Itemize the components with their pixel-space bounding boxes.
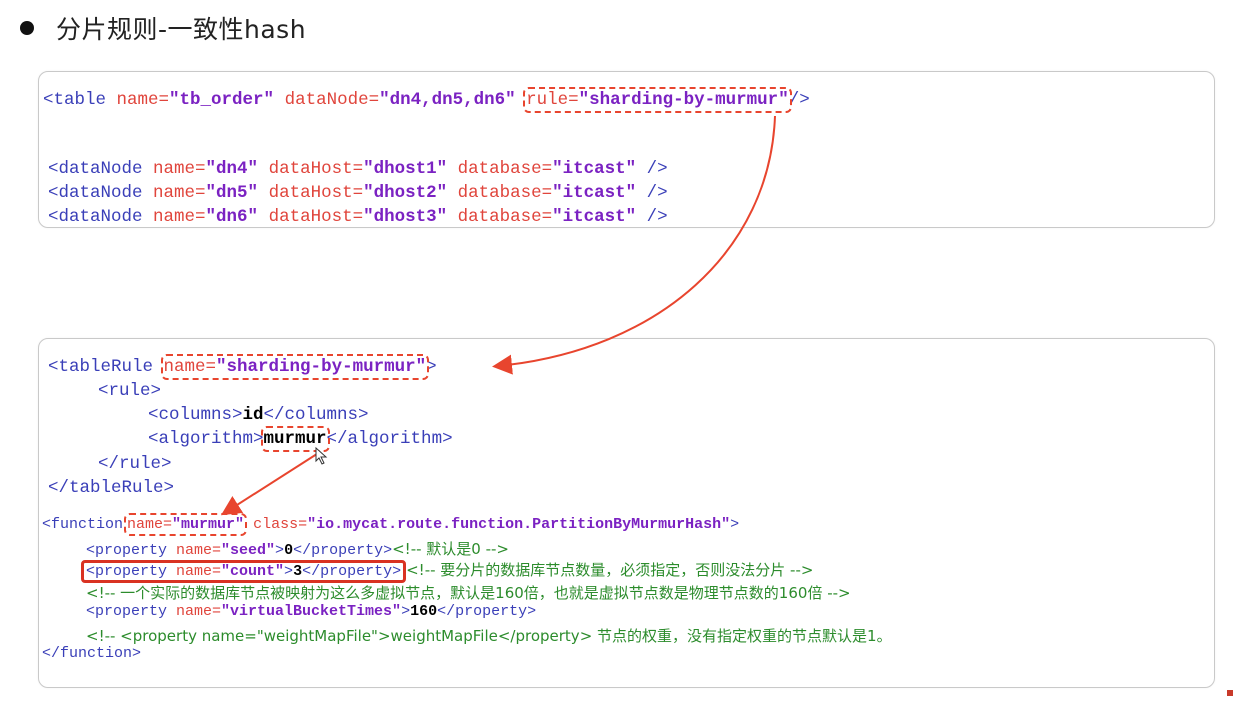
slide-title: 分片规则-一致性hash [56, 15, 307, 44]
rule-highlight: rule="sharding-by-murmur" [523, 87, 792, 113]
datanode-close: /> [636, 207, 668, 227]
tablerule-close-line: </tableRule> [48, 478, 175, 498]
table-rule-value: "sharding-by-murmur" [578, 90, 789, 110]
datanode-tag: <dataNode [48, 207, 154, 227]
virtual-node-comment: <!-- 一个实际的数据库节点被映射为这么多虚拟节点，默认是160倍，也就是虚拟… [86, 584, 851, 602]
datanode-tag: <dataNode [48, 159, 154, 179]
datanode-db-value: "itcast" [552, 159, 637, 179]
rule-open-line: <rule> [98, 381, 162, 401]
datanode-name-value: "dn4" [205, 159, 259, 179]
table-close: /> [788, 90, 810, 110]
datanode-host-attr: dataHost= [258, 207, 364, 227]
datanode-host-value: "dhost3" [363, 207, 448, 227]
tablerule-name-attr: name= [163, 357, 217, 377]
datanode-close: /> [636, 159, 668, 179]
corner-marker-icon [1227, 690, 1233, 696]
datanode-host-value: "dhost2" [363, 183, 448, 203]
datanode-db-attr: database= [447, 207, 553, 227]
property-mid: > [401, 603, 411, 620]
datanode-name-attr: name= [153, 183, 206, 203]
algorithm-open-tag: <algorithm> [148, 429, 264, 449]
rule-close-line: </rule> [98, 454, 172, 474]
datanode-name-value: "dn6" [205, 207, 259, 227]
function-class-attr: class= [253, 516, 308, 533]
columns-value: id [242, 405, 264, 425]
function-end: > [730, 516, 740, 533]
tablerule-open-line: <tableRule name="sharding-by-murmur"> [48, 354, 437, 380]
datanode-db-attr: database= [447, 183, 553, 203]
algorithm-line: <algorithm>murmur</algorithm> [148, 426, 453, 452]
tablerule-tag: <tableRule [48, 357, 164, 377]
columns-line: <columns>id</columns> [148, 405, 369, 425]
property-close-tag: </property> [293, 542, 393, 559]
virtualbucket-property-line: <property name="virtualBucketTimes">160<… [86, 603, 536, 620]
columns-open-tag: <columns> [148, 405, 243, 425]
datanode-db-value: "itcast" [552, 207, 637, 227]
seed-comment: <!-- 默认是0 --> [392, 540, 509, 558]
datanode-name-attr: name= [153, 159, 206, 179]
function-name-highlight: name="murmur" [124, 513, 248, 536]
table-rule-attr: rule= [526, 90, 579, 110]
table-line: <table name="tb_order" dataNode="dn4,dn5… [43, 87, 810, 113]
datanode-name-attr: name= [153, 207, 206, 227]
datanode-line: <dataNode name="dn6" dataHost="dhost3" d… [48, 207, 668, 227]
function-close-line: </function> [42, 645, 142, 662]
virtualbucket-value: 160 [410, 603, 438, 620]
function-name-attr: name= [127, 516, 173, 533]
table-name-value: "tb_order" [169, 90, 275, 110]
heading-row: 分片规则-一致性hash [14, 10, 306, 46]
datanode-db-value: "itcast" [552, 183, 637, 203]
weight-comment: <!-- <property name="weightMapFile">weig… [86, 627, 892, 645]
datanode-host-attr: dataHost= [258, 183, 364, 203]
property-close-tag: </property> [302, 563, 402, 580]
property-mid: > [284, 563, 294, 580]
property-name-attr: name= [176, 542, 222, 559]
count-highlight: <property name="count">3</property> [81, 560, 407, 583]
property-close-tag: </property> [437, 603, 537, 620]
algorithm-value: murmur [260, 426, 330, 452]
function-name-value: "murmur" [172, 516, 245, 533]
property-tag: <property [86, 603, 177, 620]
tablerule-end: > [426, 357, 437, 377]
count-value: 3 [293, 563, 303, 580]
algorithm-close-tag: </algorithm> [326, 429, 453, 449]
datanode-line: <dataNode name="dn5" dataHost="dhost2" d… [48, 183, 668, 203]
property-mid: > [275, 542, 285, 559]
table-name-attr: name= [116, 90, 170, 110]
property-tag: <property [86, 563, 177, 580]
property-name-value: "seed" [221, 542, 276, 559]
seed-property-line: <property name="seed">0</property><!-- 默… [86, 538, 509, 559]
function-class-value: "io.mycat.route.function.PartitionByMurm… [307, 516, 731, 533]
datanode-tag: <dataNode [48, 183, 154, 203]
property-name-attr: name= [176, 563, 222, 580]
table-datanode-attr: dataNode= [274, 90, 380, 110]
tablerule-name-highlight: name="sharding-by-murmur" [160, 354, 430, 380]
seed-value: 0 [284, 542, 294, 559]
datanode-host-attr: dataHost= [258, 159, 364, 179]
bullet-icon [20, 21, 34, 35]
count-comment: <!-- 要分片的数据库节点数量，必须指定，否则没法分片 --> [406, 561, 814, 579]
datanode-close: /> [636, 183, 668, 203]
table-tag: <table [43, 90, 117, 110]
datanode-name-value: "dn5" [205, 183, 259, 203]
datanode-db-attr: database= [447, 159, 553, 179]
function-tag: <function [42, 516, 124, 533]
count-property-line: <property name="count">3</property><!-- … [81, 559, 814, 583]
property-tag: <property [86, 542, 177, 559]
property-name-value: "virtualBucketTimes" [221, 603, 402, 620]
tablerule-name-value: "sharding-by-murmur" [216, 357, 427, 377]
columns-close-tag: </columns> [263, 405, 369, 425]
mouse-cursor-icon [315, 447, 328, 465]
datanode-host-value: "dhost1" [363, 159, 448, 179]
table-datanode-value: "dn4,dn5,dn6" [379, 90, 516, 110]
property-name-attr: name= [176, 603, 222, 620]
datanode-line: <dataNode name="dn4" dataHost="dhost1" d… [48, 159, 668, 179]
property-name-value: "count" [221, 563, 285, 580]
